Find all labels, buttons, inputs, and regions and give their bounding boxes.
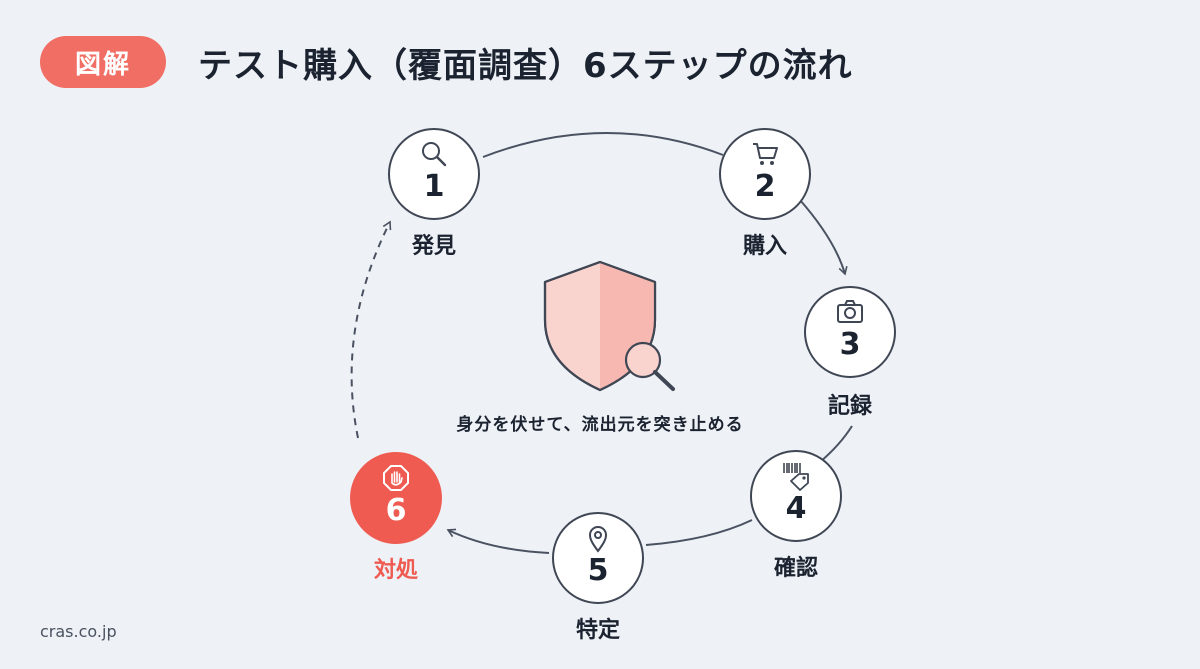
step-number: 6 [385, 493, 407, 528]
source-text: cras.co.jp [40, 622, 117, 641]
step-number: 1 [423, 169, 445, 204]
step-label-3: 記録 [827, 394, 872, 419]
step-node-5: 5 [552, 512, 644, 604]
step-number: 5 [587, 553, 609, 588]
step-label-5: 特定 [575, 618, 620, 643]
arrow-2-to-3 [799, 199, 848, 276]
shield-search-icon [543, 260, 675, 392]
stop-hand-icon [383, 465, 409, 491]
page-title: テスト購入（覆面調査）6ステップの流れ [198, 45, 853, 86]
header: 図解 テスト購入（覆面調査）6ステップの流れ [40, 36, 853, 88]
step-node-4: 4 [750, 450, 842, 542]
step-number: 4 [785, 491, 807, 526]
arrow-1-to-2 [482, 132, 724, 158]
category-badge: 図解 [40, 36, 166, 88]
step-number: 3 [839, 327, 861, 362]
location-pin-icon [588, 526, 608, 553]
step-node-6: 6 [350, 452, 442, 544]
step-label-2: 購入 [742, 234, 787, 259]
arrow-5-to-6 [446, 528, 550, 554]
step-label-6: 対処 [373, 558, 418, 583]
arrow-6-to-1 [350, 220, 392, 439]
step-node-1: 1 [388, 128, 480, 220]
center-caption: 身分を伏せて、流出元を突き止める [456, 415, 744, 435]
cart-icon [753, 143, 778, 165]
step-label-1: 発見 [411, 234, 456, 259]
barcode-tag-icon [783, 463, 809, 491]
step-node-2: 2 [719, 128, 811, 220]
magnifier-icon [422, 142, 447, 167]
arrow-4-to-5 [645, 519, 753, 546]
step-number: 2 [754, 169, 776, 204]
camera-icon [837, 300, 863, 323]
step-node-3: 3 [804, 286, 896, 378]
step-label-4: 確認 [773, 556, 818, 581]
